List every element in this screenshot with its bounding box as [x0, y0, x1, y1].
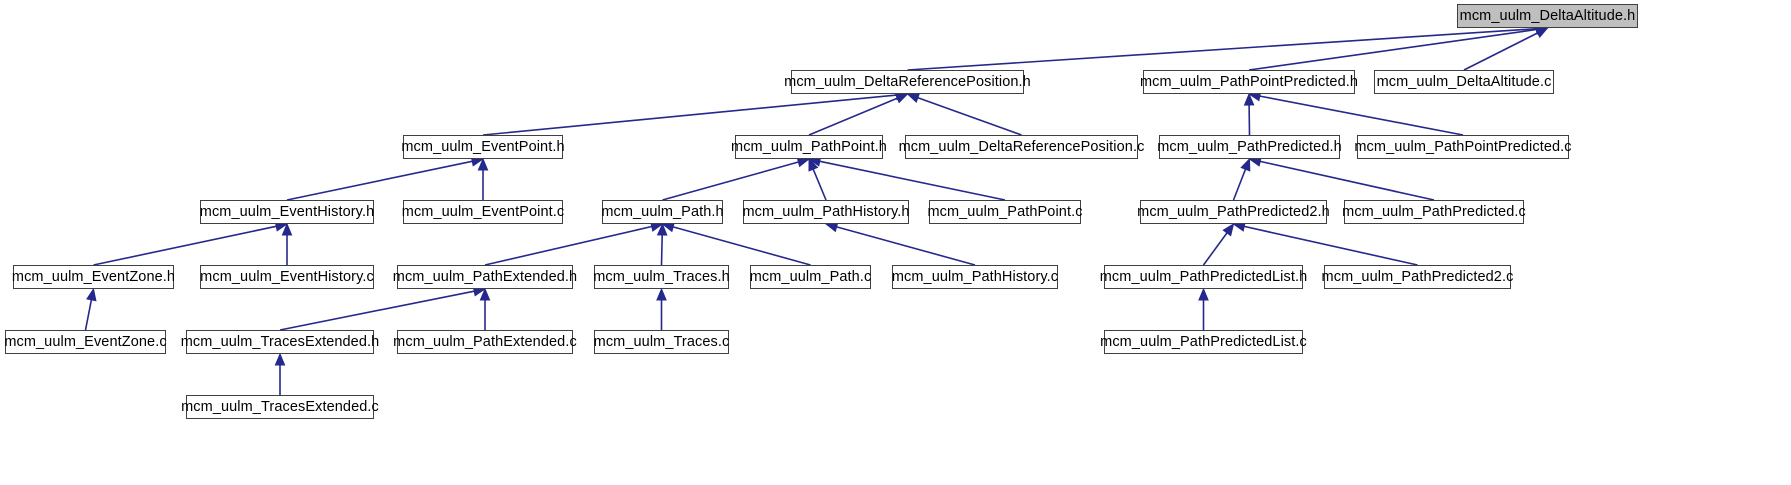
graph-edge-tracesextended_h-to-pathextended_h: [279, 290, 475, 331]
graph-node-label: mcm_uulm_PathPredicted.c: [1342, 203, 1526, 220]
graph-edge-pathhistory_c-to-pathhistory_h: [836, 226, 976, 266]
graph-edge-deltareferenceposition_h-to-deltaaltitude_h: [907, 27, 1537, 71]
graph-node-pathpredictedlist_c[interactable]: mcm_uulm_PathPredictedList.c: [1100, 330, 1307, 354]
graph-node-label: mcm_uulm_PathPointPredicted.c: [1354, 138, 1572, 155]
graph-node-tracesextended_c[interactable]: mcm_uulm_TracesExtended.c: [181, 395, 379, 419]
graph-edge-pathpredicted2_h-to-pathpredicted_h: [1232, 168, 1247, 201]
graph-edge-pathpredictedlist_h-to-pathpredicted2_h: [1202, 232, 1228, 266]
graph-node-eventzone_h[interactable]: mcm_uulm_EventZone.h: [11, 265, 176, 289]
graph-node-pathpredictedlist_h[interactable]: mcm_uulm_PathPredictedList.h: [1100, 265, 1307, 289]
graph-node-deltareferenceposition_h[interactable]: mcm_uulm_DeltaReferencePosition.h: [784, 70, 1031, 94]
graph-edge-arrowhead: [1222, 222, 1235, 237]
graph-edge-eventpoint_h-to-deltareferenceposition_h: [482, 94, 897, 136]
graph-node-label: mcm_uulm_EventPoint.c: [401, 203, 565, 220]
graph-edge-pathpredicted_c-to-pathpredicted_h: [1260, 160, 1435, 201]
graph-edge-arrowhead: [1198, 287, 1209, 301]
graph-edge-pathpoint_c-to-pathpoint_h: [819, 160, 1006, 201]
graph-node-pathhistory_h[interactable]: mcm_uulm_PathHistory.h: [742, 200, 910, 224]
graph-node-label: mcm_uulm_TracesExtended.c: [181, 398, 379, 415]
graph-node-eventpoint_c[interactable]: mcm_uulm_EventPoint.c: [401, 200, 565, 224]
graph-edge-path_h-to-pathpoint_h: [662, 161, 799, 201]
graph-node-label: mcm_uulm_Traces.c: [593, 333, 730, 350]
graph-edge-eventzone_h-to-eventhistory_h: [93, 225, 277, 266]
graph-node-label: mcm_uulm_PathExtended.h: [392, 268, 578, 285]
graph-node-path_c[interactable]: mcm_uulm_Path.c: [750, 265, 871, 289]
graph-node-tracesextended_h[interactable]: mcm_uulm_TracesExtended.h: [181, 330, 379, 354]
graph-node-deltareferenceposition_c[interactable]: mcm_uulm_DeltaReferencePosition.c: [899, 135, 1144, 159]
graph-node-pathextended_c[interactable]: mcm_uulm_PathExtended.c: [393, 330, 577, 354]
graph-node-pathpredicted_h[interactable]: mcm_uulm_PathPredicted.h: [1157, 135, 1342, 159]
graph-node-label: mcm_uulm_PathExtended.c: [393, 333, 577, 350]
graph-edge-pathpoint_h-to-deltareferenceposition_h: [808, 97, 898, 136]
graph-edge-arrowhead: [1240, 157, 1251, 172]
graph-node-pathhistory_c[interactable]: mcm_uulm_PathHistory.c: [892, 265, 1058, 289]
graph-node-label: mcm_uulm_Path.c: [749, 268, 872, 285]
graph-node-pathpointpredicted_h[interactable]: mcm_uulm_PathPointPredicted.h: [1139, 70, 1359, 94]
graph-node-label: mcm_uulm_EventZone.c: [4, 333, 167, 350]
graph-node-eventhistory_c[interactable]: mcm_uulm_EventHistory.c: [200, 265, 374, 289]
graph-node-pathpointpredicted_c[interactable]: mcm_uulm_PathPointPredicted.c: [1354, 135, 1572, 159]
graph-node-label: mcm_uulm_PathPredicted2.h: [1137, 203, 1330, 220]
graph-node-deltaaltitude_c[interactable]: mcm_uulm_DeltaAltitude.c: [1374, 70, 1554, 94]
graph-edge-deltareferenceposition_c-to-deltareferenceposition_h: [917, 96, 1022, 136]
graph-edge-arrowhead: [86, 287, 97, 302]
graph-node-label: mcm_uulm_PathPredictedList.h: [1099, 268, 1308, 285]
graph-edge-arrowhead: [1534, 27, 1549, 39]
graph-edge-deltaaltitude_c-to-deltaaltitude_h: [1463, 32, 1539, 71]
graph-node-label: mcm_uulm_Path.h: [601, 203, 724, 220]
graph-node-eventhistory_h[interactable]: mcm_uulm_EventHistory.h: [200, 200, 374, 224]
graph-edge-pathpredicted2_c-to-pathpredicted2_h: [1244, 225, 1418, 266]
graph-node-label: mcm_uulm_PathPoint.h: [731, 138, 887, 155]
graph-node-label: mcm_uulm_DeltaAltitude.c: [1376, 73, 1552, 90]
graph-node-label: mcm_uulm_PathPoint.c: [927, 203, 1083, 220]
graph-edge-arrowhead: [656, 287, 667, 301]
graph-node-label: mcm_uulm_PathPointPredicted.h: [1139, 73, 1359, 90]
graph-edge-eventzone_c-to-eventzone_h: [84, 299, 93, 331]
graph-node-label: mcm_uulm_EventHistory.c: [200, 268, 374, 285]
graph-edge-arrowhead: [274, 352, 286, 366]
graph-node-label: mcm_uulm_PathHistory.c: [891, 268, 1059, 285]
graph-node-deltaaltitude_h[interactable]: mcm_uulm_DeltaAltitude.h: [1457, 4, 1638, 28]
graph-edge-traces_h-to-path_h: [660, 234, 663, 266]
graph-node-path_h[interactable]: mcm_uulm_Path.h: [601, 200, 724, 224]
graph-node-label: mcm_uulm_EventPoint.h: [401, 138, 565, 155]
graph-edge-arrowhead: [1243, 92, 1255, 106]
graph-edge-pathpointpredicted_c-to-pathpointpredicted_h: [1259, 95, 1464, 136]
graph-node-eventzone_c[interactable]: mcm_uulm_EventZone.c: [4, 330, 167, 354]
graph-edge-path_c-to-path_h: [672, 226, 811, 266]
graph-edge-pathpointpredicted_h-to-deltaaltitude_h: [1248, 28, 1537, 71]
graph-node-label: mcm_uulm_PathPredicted2.c: [1321, 268, 1514, 285]
graph-node-pathpredicted2_c[interactable]: mcm_uulm_PathPredicted2.c: [1321, 265, 1514, 289]
graph-node-eventpoint_h[interactable]: mcm_uulm_EventPoint.h: [401, 135, 565, 159]
graph-node-traces_h[interactable]: mcm_uulm_Traces.h: [593, 265, 730, 289]
graph-edge-arrowhead: [808, 157, 819, 172]
graph-node-label: mcm_uulm_DeltaReferencePosition.c: [898, 138, 1145, 155]
graph-edge-eventhistory_h-to-eventpoint_h: [286, 160, 473, 201]
graph-node-label: mcm_uulm_PathPredictedList.c: [1100, 333, 1307, 350]
graph-edge-pathhistory_h-to-pathpoint_h: [812, 168, 827, 201]
graph-node-label: mcm_uulm_PathPredicted.h: [1157, 138, 1342, 155]
graph-node-label: mcm_uulm_TracesExtended.h: [180, 333, 380, 350]
graph-edge-arrowhead: [894, 93, 909, 104]
graph-node-label: mcm_uulm_PathHistory.h: [742, 203, 910, 220]
graph-edge-arrowhead: [479, 287, 491, 301]
graph-edge-pathextended_h-to-path_h: [484, 225, 652, 266]
graph-node-label: mcm_uulm_DeltaAltitude.h: [1459, 7, 1636, 24]
graph-node-pathpoint_h[interactable]: mcm_uulm_PathPoint.h: [731, 135, 887, 159]
graph-node-pathextended_h[interactable]: mcm_uulm_PathExtended.h: [393, 265, 577, 289]
graph-edge-arrowhead: [906, 92, 921, 103]
graph-edge-arrowhead: [281, 222, 293, 236]
graph-node-label: mcm_uulm_Traces.h: [593, 268, 730, 285]
graph-node-pathpoint_c[interactable]: mcm_uulm_PathPoint.c: [927, 200, 1083, 224]
graph-edge-arrowhead: [477, 157, 489, 171]
graph-node-pathpredicted2_h[interactable]: mcm_uulm_PathPredicted2.h: [1137, 200, 1330, 224]
graph-node-traces_c[interactable]: mcm_uulm_Traces.c: [594, 330, 729, 354]
graph-node-label: mcm_uulm_DeltaReferencePosition.h: [784, 73, 1031, 90]
graph-node-label: mcm_uulm_EventZone.h: [11, 268, 176, 285]
graph-edge-arrowhead: [656, 222, 668, 236]
graph-node-pathpredicted_c[interactable]: mcm_uulm_PathPredicted.c: [1342, 200, 1526, 224]
graph-node-label: mcm_uulm_EventHistory.h: [199, 203, 375, 220]
